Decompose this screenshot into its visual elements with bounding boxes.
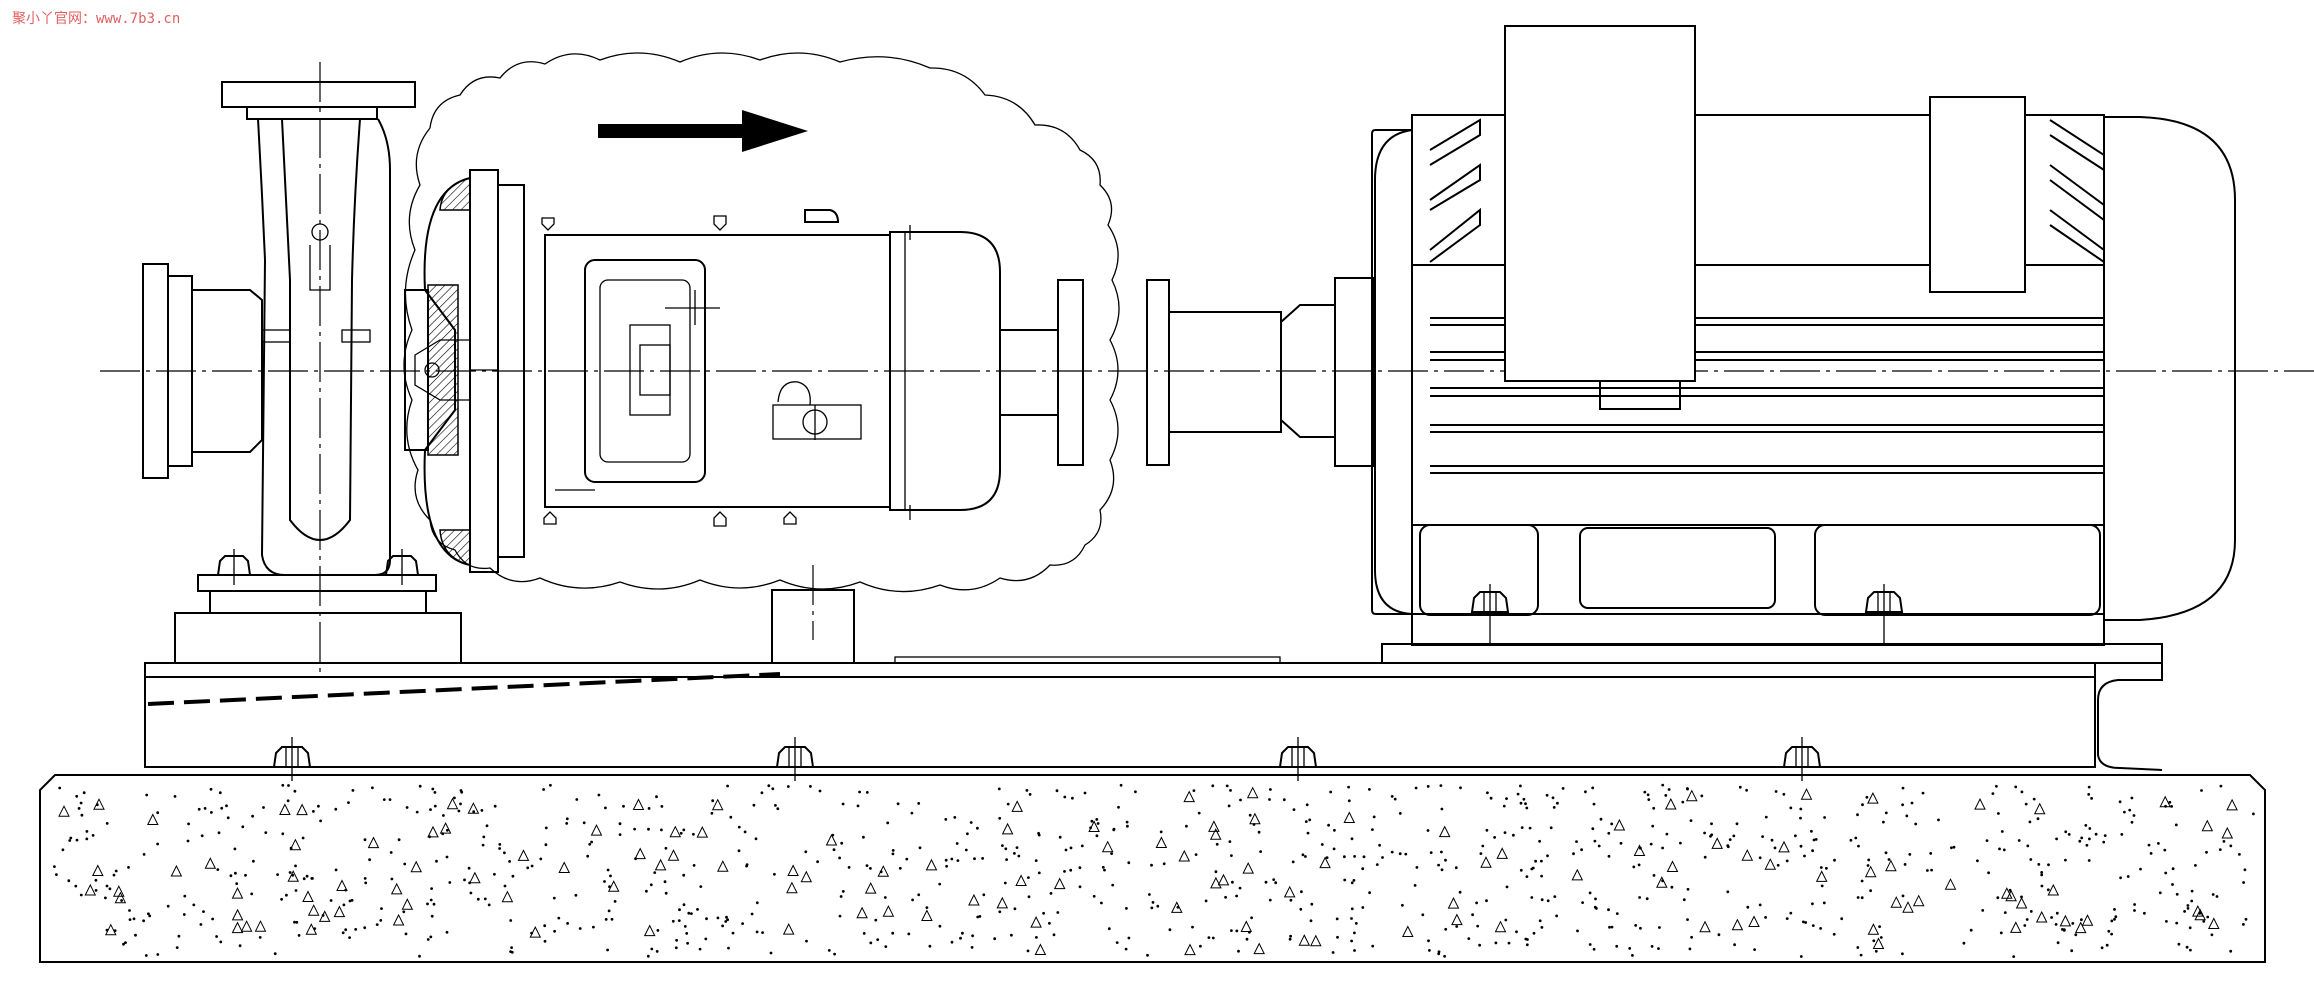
- right-arrow-icon: [598, 110, 808, 152]
- bolt-icon: [216, 549, 252, 585]
- shaft-coupling: [999, 277, 1374, 467]
- pump-casing: [142, 62, 462, 672]
- watermark: 聚小丫官网：www.7b3.cn: [12, 11, 181, 27]
- bolt-icon: [272, 737, 312, 781]
- base-frame: [144, 643, 2163, 771]
- concrete-speckles: [53, 783, 2255, 958]
- bolt-icon: [1278, 737, 1318, 781]
- concrete-foundation: [39, 774, 2266, 963]
- bolt-icon: [1864, 584, 1904, 644]
- bolt-icon: [384, 549, 420, 585]
- bearing-frame: [541, 209, 1001, 664]
- bolt-icon: [1782, 737, 1822, 781]
- coupling-guard-outline: [403, 52, 1120, 593]
- anchor-bolts: [272, 737, 1822, 781]
- impeller-section: [404, 169, 595, 573]
- bolt-icon: [1470, 584, 1510, 644]
- electric-motor: [1371, 25, 2236, 646]
- bolt-icon: [775, 737, 815, 781]
